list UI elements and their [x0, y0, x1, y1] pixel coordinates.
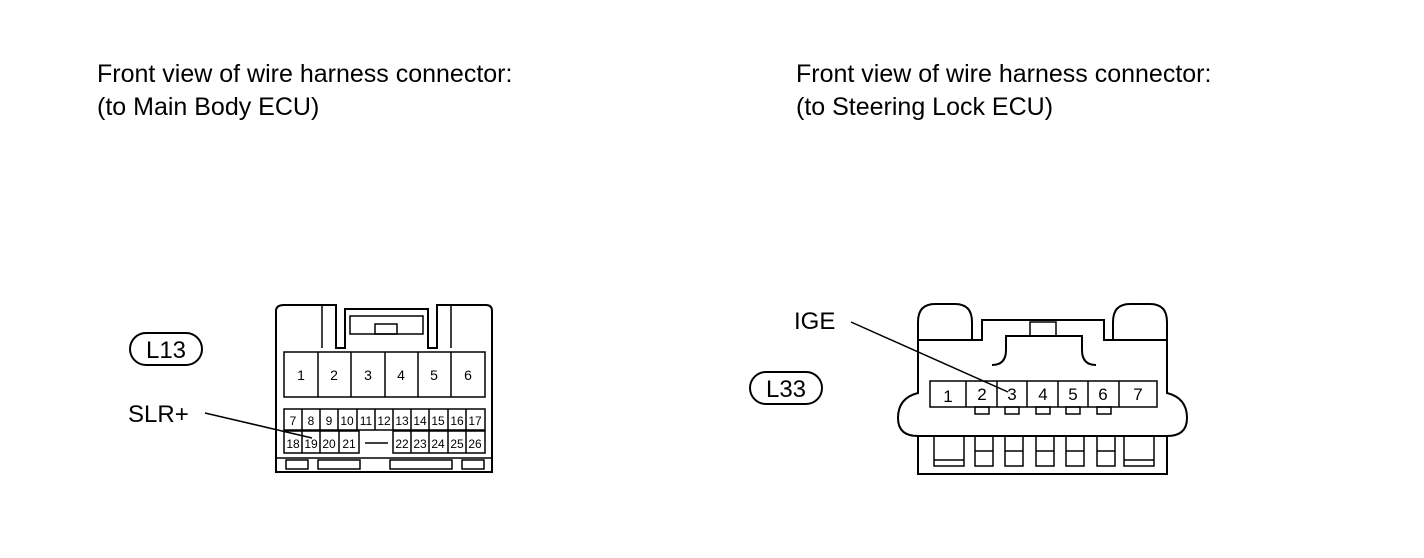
l13-pin: 2: [330, 367, 338, 383]
l33-pin: 1: [943, 387, 952, 406]
l13-badge: [129, 332, 203, 366]
left-connector-heading: Front view of wire harness connector: (t…: [97, 58, 512, 124]
l13-pin: 9: [326, 414, 333, 428]
l13-bottom-row-left: 18 19 20 21: [286, 431, 356, 453]
l13-pin: 22: [395, 437, 409, 451]
l13-pin: 1: [297, 367, 305, 383]
l13-housing: [275, 304, 493, 473]
l33-pin: 2: [977, 385, 986, 404]
l33-connector: L33 IGE 1 2 3 4 5 6 7: [749, 303, 1189, 475]
slr-plus-label: SLR+: [128, 401, 189, 428]
l13-pin: 13: [395, 414, 409, 428]
l13-pin: 16: [450, 414, 464, 428]
l13-pin: 17: [468, 414, 482, 428]
l33-pin-row: 1 2 3 4 5 6 7: [943, 381, 1143, 407]
l13-pin: 19: [304, 437, 318, 451]
l13-pin: 7: [290, 414, 297, 428]
l13-pin: 21: [342, 437, 356, 451]
l33-pin: 7: [1133, 385, 1142, 404]
l13-pin: 25: [450, 437, 464, 451]
l13-bottom-row-right: 22 23 24 25 26: [395, 431, 482, 453]
left-heading-line1: Front view of wire harness connector:: [97, 60, 513, 88]
l13-latch: [349, 315, 424, 335]
l33-badge-label: L33: [766, 376, 806, 403]
l13-badge-label: L13: [146, 337, 186, 364]
l13-top-row: 1 2 3 4 5 6: [297, 352, 472, 397]
l13-pin: 12: [377, 414, 391, 428]
l13-pin: 18: [286, 437, 300, 451]
l13-pin: 8: [308, 414, 315, 428]
l13-pin: 6: [464, 367, 472, 383]
left-heading-line2: (to Main Body ECU): [97, 93, 320, 121]
right-heading-line1: Front view of wire harness connector:: [796, 60, 1212, 88]
l13-middle-row: 7 8 9 10 11 12 13 14 15 16 17: [290, 409, 482, 430]
l13-pin: 23: [413, 437, 427, 451]
slr-plus-leader-line: [204, 412, 313, 439]
l33-pin: 3: [1007, 385, 1016, 404]
l33-base-slots: [933, 435, 1155, 467]
l13-connector: L13 SLR+ 1 2 3 4 5 6: [128, 304, 493, 473]
l13-pin: 11: [360, 414, 373, 428]
l33-pin: 4: [1038, 385, 1047, 404]
l13-pin: 24: [431, 437, 445, 451]
l33-pin: 6: [1098, 385, 1107, 404]
l13-pin: 26: [468, 437, 482, 451]
l13-pin: 4: [397, 367, 405, 383]
l13-pin: 15: [431, 414, 445, 428]
l13-pin: 20: [322, 437, 336, 451]
right-connector-heading: Front view of wire harness connector: (t…: [796, 58, 1211, 124]
l13-pin: 14: [413, 414, 427, 428]
right-heading-line2: (to Steering Lock ECU): [796, 93, 1054, 121]
l33-badge: [749, 371, 823, 405]
l13-pin: 10: [340, 414, 354, 428]
l13-pin: 5: [430, 367, 438, 383]
l33-pin: 5: [1068, 385, 1077, 404]
l13-pin: 3: [364, 367, 372, 383]
ige-label: IGE: [794, 308, 835, 335]
